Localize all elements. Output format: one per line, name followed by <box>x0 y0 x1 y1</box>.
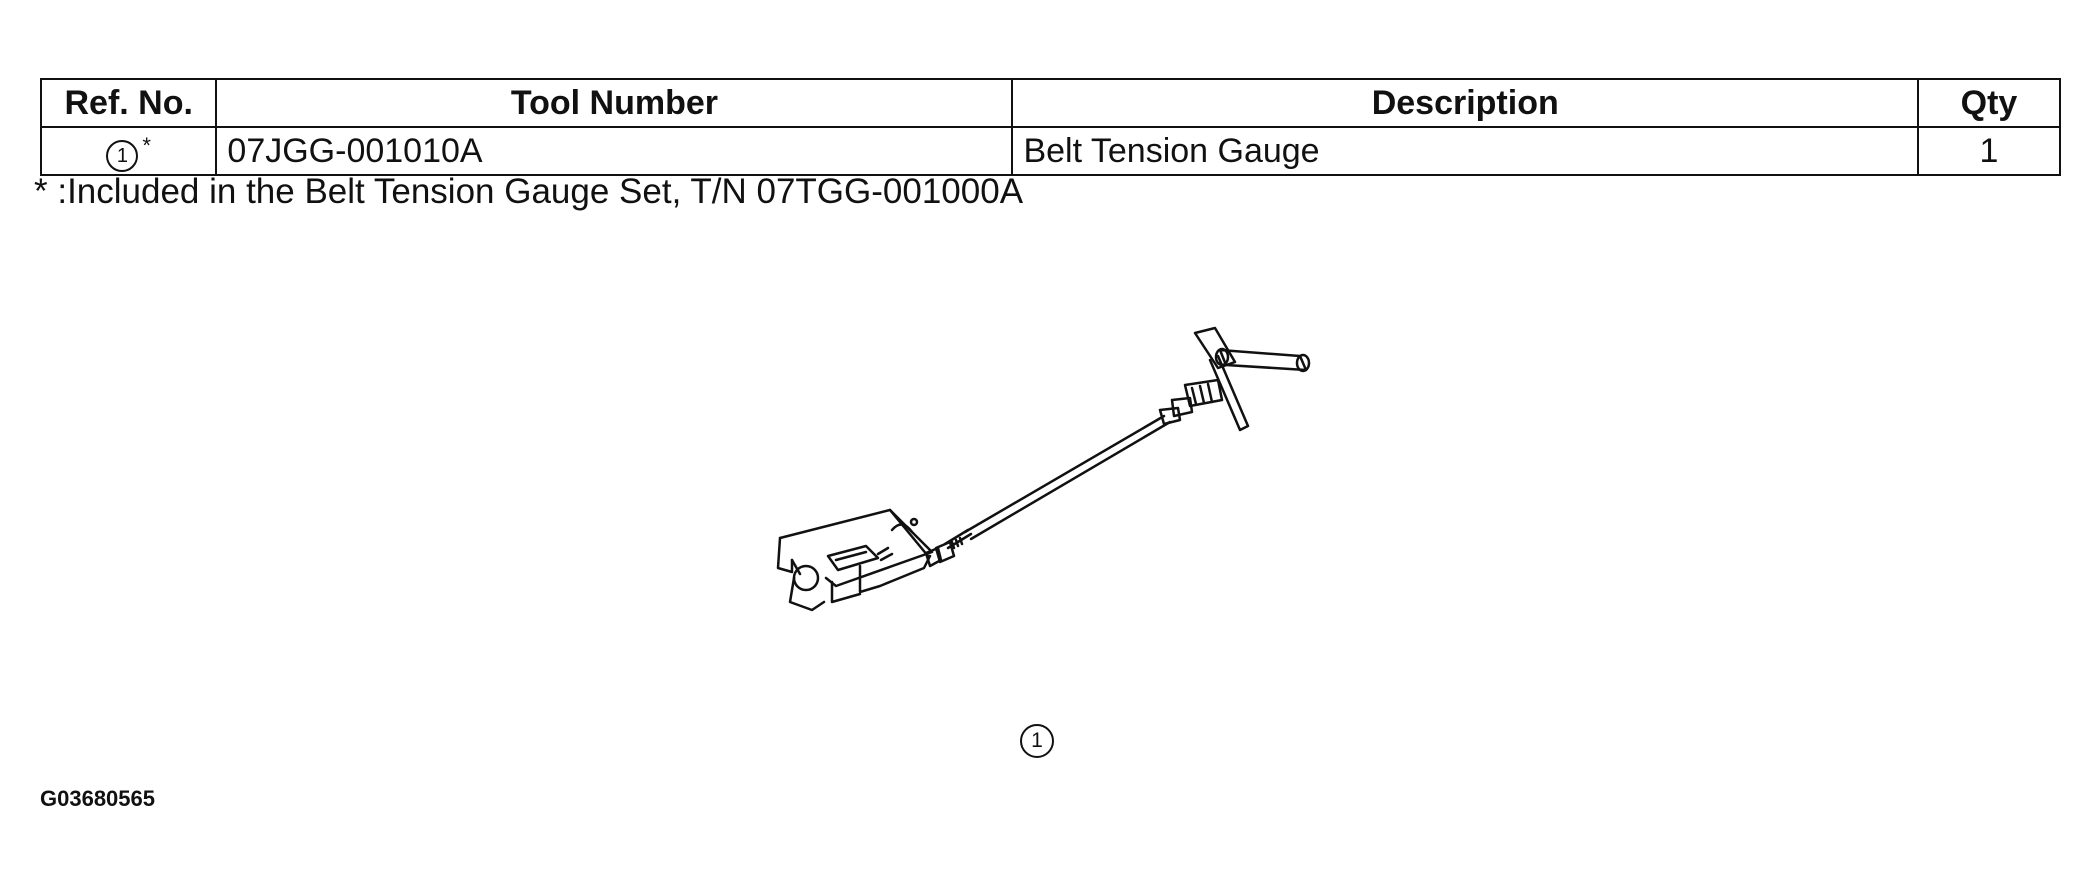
figure-code: G03680565 <box>40 786 155 811</box>
circled-ref-number: 1 <box>106 139 139 172</box>
belt-tension-gauge-illustration <box>776 326 1311 612</box>
gauge-head-icon <box>776 508 934 612</box>
collar-icon <box>1158 378 1224 426</box>
rod-icon <box>943 414 1172 550</box>
table-header-row: Ref. No. Tool Number Description Qty <box>39 78 2061 128</box>
t-handle-icon <box>1193 326 1311 432</box>
callout-number-1: 1 <box>1020 724 1054 758</box>
ref-no-cell: 1 * <box>39 126 218 176</box>
header-qty: Qty <box>1917 78 2061 128</box>
header-description: Description <box>1011 78 1919 128</box>
footnote: * :Included in the Belt Tension Gauge Se… <box>34 172 1024 211</box>
description-cell: Belt Tension Gauge <box>1011 126 1919 176</box>
header-ref-no: Ref. No. <box>39 78 218 128</box>
header-tool-number: Tool Number <box>215 78 1014 128</box>
table-row: 1 * 07JGG-001010A Belt Tension Gauge 1 <box>39 126 2061 176</box>
spring-nut-icon <box>924 540 956 568</box>
tool-number-cell: 07JGG-001010A <box>215 126 1014 176</box>
qty-cell: 1 <box>1917 126 2061 176</box>
special-tools-table: Ref. No. Tool Number Description Qty 1 *… <box>39 78 2061 176</box>
asterisk-mark: * <box>142 132 151 158</box>
